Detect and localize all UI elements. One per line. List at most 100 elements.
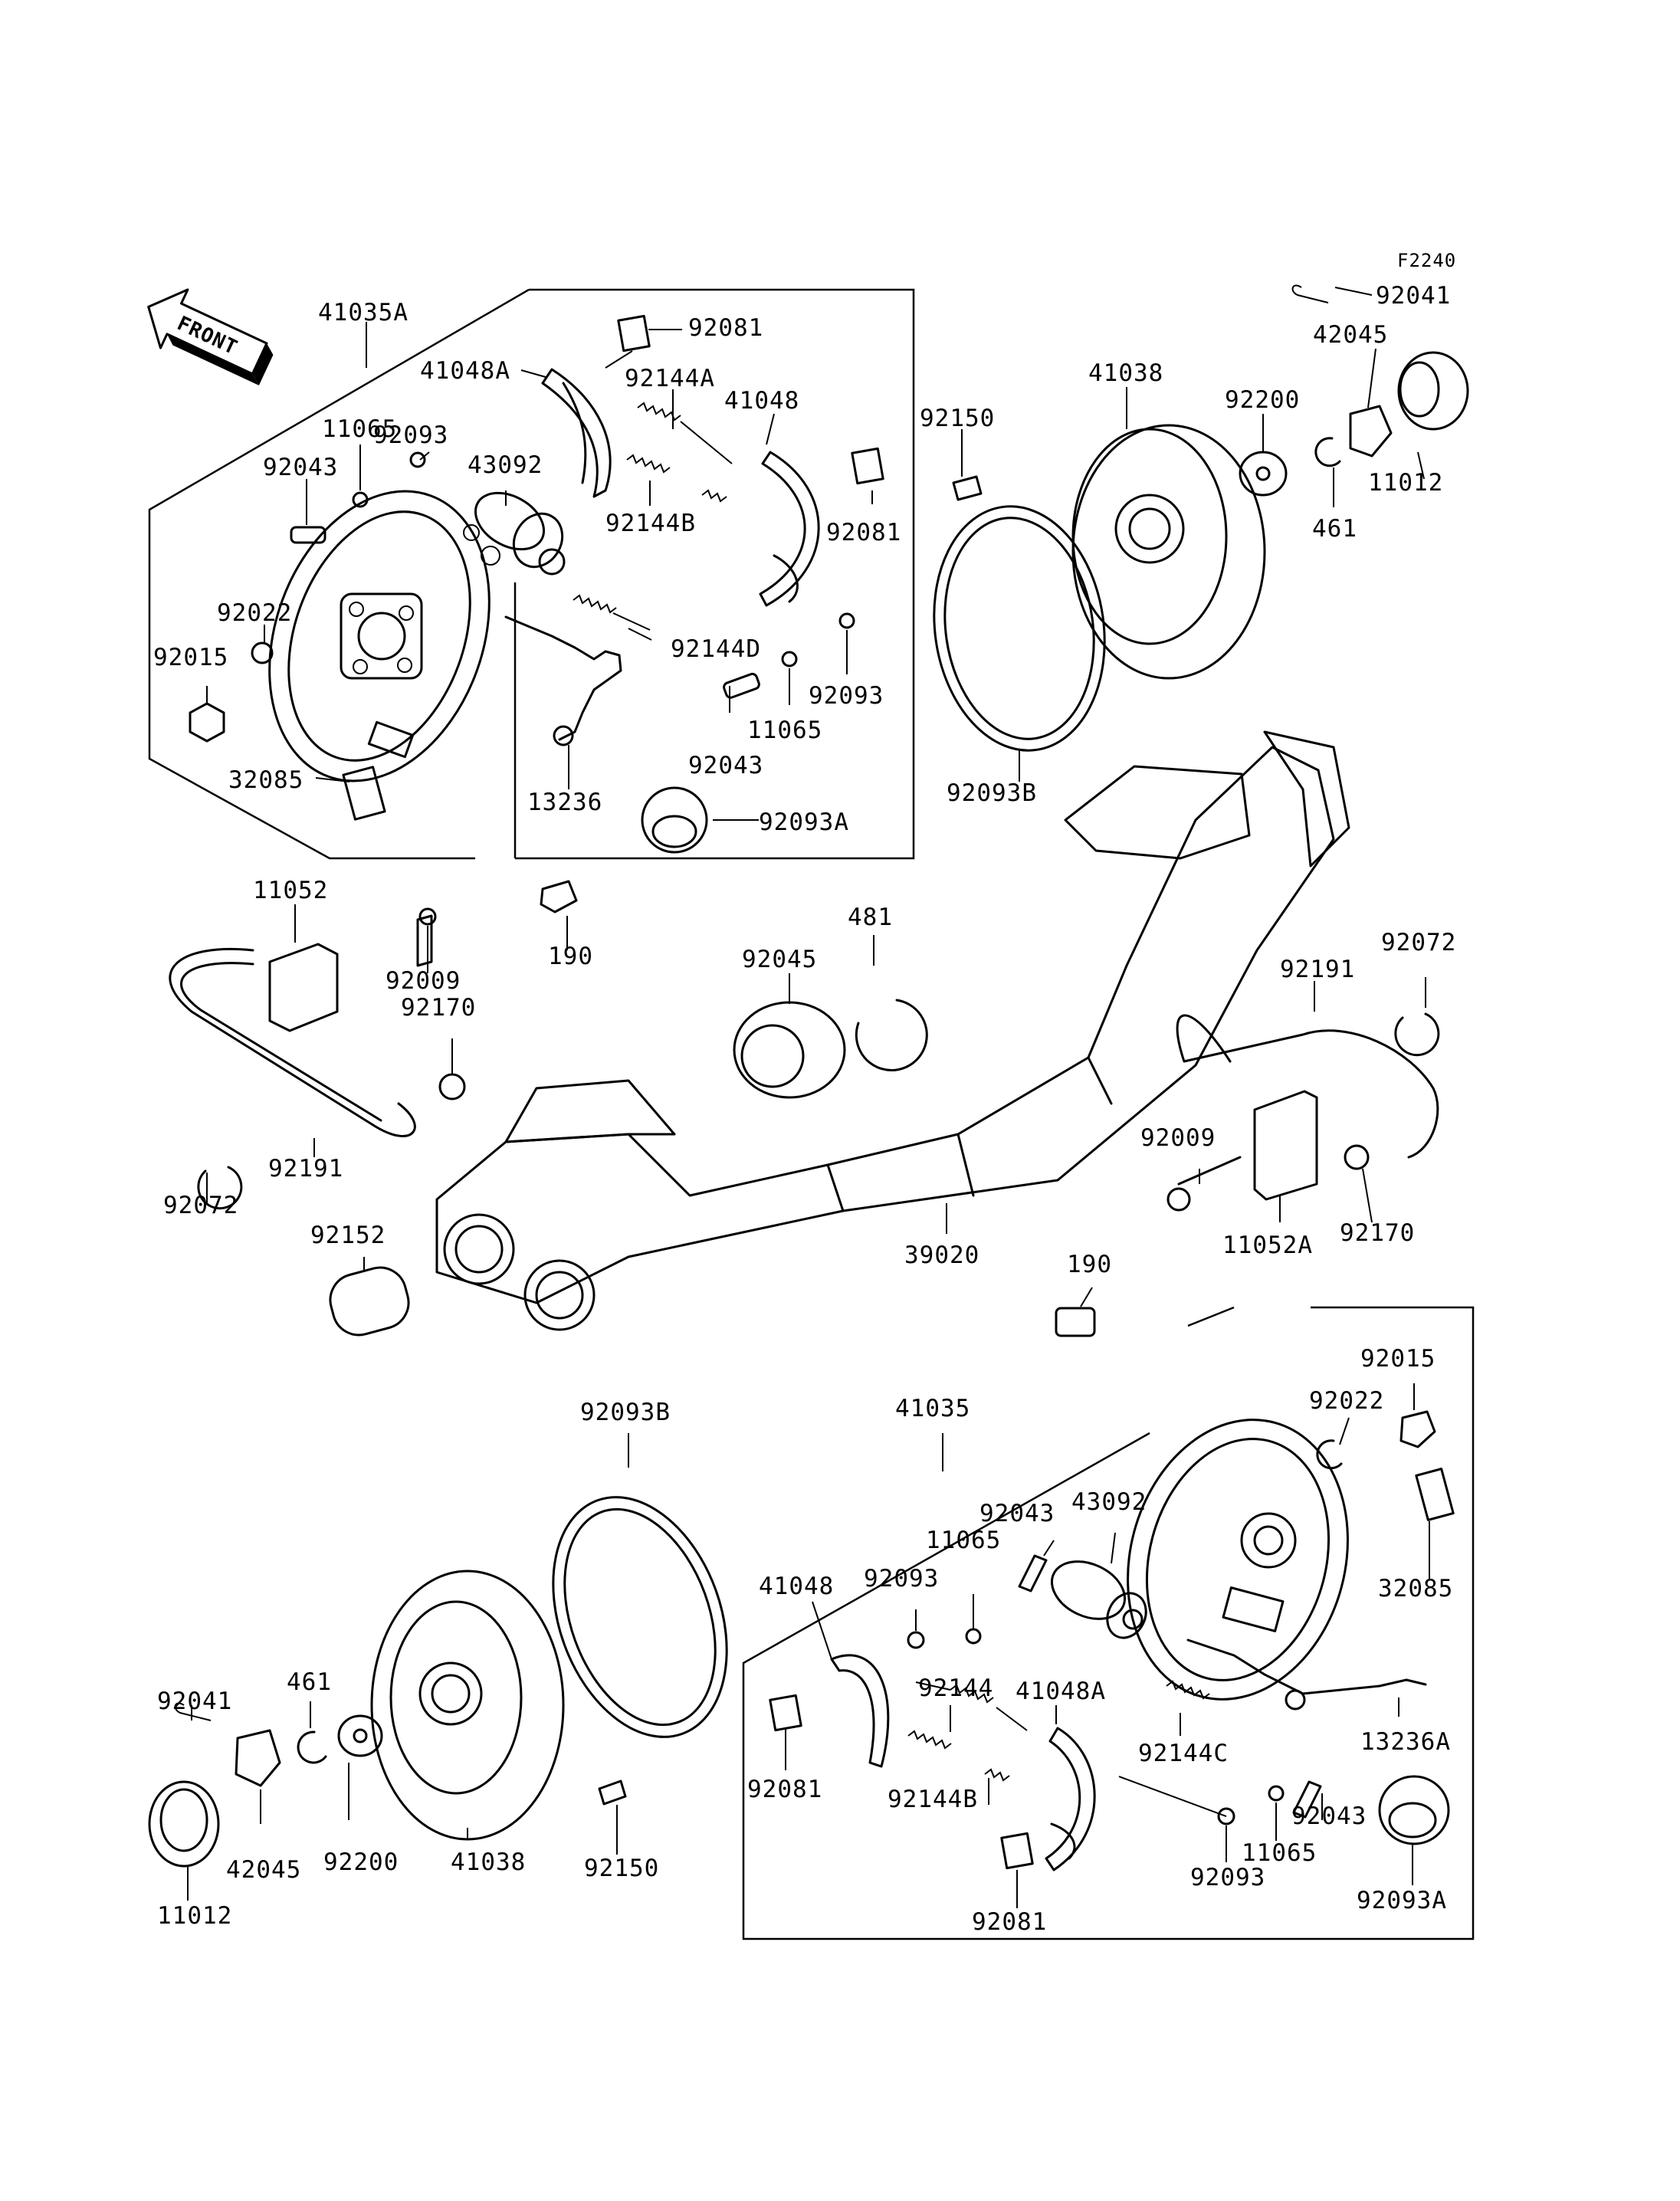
callout-label: 92093 xyxy=(1190,1864,1265,1891)
callout-label: 43092 xyxy=(468,451,543,479)
drum-seal-92093B-lower xyxy=(552,1496,728,1738)
callout-label: 92144B xyxy=(605,510,696,537)
callout-label: 92191 xyxy=(1280,956,1355,983)
callout-label: 11052 xyxy=(253,877,328,904)
wheel-cylinder-upper xyxy=(463,491,566,576)
callout-label: 481 xyxy=(848,904,893,931)
callout-label: 92072 xyxy=(1381,929,1456,956)
callout-label: 92144A xyxy=(625,365,715,392)
callout-label: 92043 xyxy=(979,1500,1055,1527)
callout-label: 92041 xyxy=(157,1688,232,1715)
callout-label: 92093A xyxy=(759,809,849,836)
brake-drum-lower-left xyxy=(370,1570,565,1841)
callout-label: 92043 xyxy=(263,454,338,481)
callout-label: 13236A xyxy=(1360,1728,1451,1756)
drum-seal-92093B-upper xyxy=(933,505,1106,752)
front-arrow-icon: FRONT xyxy=(147,288,274,385)
callout-label: 41038 xyxy=(1088,359,1163,387)
mid-small-parts-left xyxy=(197,880,928,1337)
axle-frame-39020 xyxy=(435,730,1350,1331)
bracket-11052 xyxy=(268,943,339,1032)
callout-label: 92170 xyxy=(401,994,476,1022)
callout-label: 92022 xyxy=(217,599,292,627)
callout-label: 92093 xyxy=(373,422,448,449)
callout-labels: 41035A 41048A 92081 92144A 41048 92093 1… xyxy=(153,282,1456,1936)
brake-hose-92191-right xyxy=(1176,1014,1439,1159)
group-frame-lower-right xyxy=(742,1306,1475,1940)
callout-label: 41048 xyxy=(724,387,799,415)
callout-label: 92200 xyxy=(1225,386,1300,414)
callout-label: 92081 xyxy=(826,519,901,546)
callout-label: 41048A xyxy=(420,357,510,385)
leader-lines xyxy=(187,287,1430,1908)
callout-label: 39020 xyxy=(904,1242,979,1269)
callout-label: 190 xyxy=(548,943,593,970)
bracket-11052A xyxy=(1253,1090,1318,1201)
callout-label: 92170 xyxy=(1340,1219,1415,1247)
callout-label: 92144D xyxy=(671,635,761,663)
callout-label: 92072 xyxy=(163,1192,238,1219)
group-frame-upper-left xyxy=(148,288,915,860)
callout-label: 92093 xyxy=(809,682,884,710)
callout-label: 92200 xyxy=(323,1848,399,1876)
callout-label: 92191 xyxy=(268,1155,343,1183)
callout-label: 92093 xyxy=(864,1565,939,1593)
brake-shoe-41048A-lower xyxy=(1045,1727,1096,1871)
small-parts-lower-right xyxy=(769,1410,1455,1870)
callout-label: 41048A xyxy=(1016,1678,1106,1705)
callout-label: 92093A xyxy=(1357,1887,1447,1914)
callout-label: 92009 xyxy=(1140,1124,1216,1152)
callout-label: 11065 xyxy=(1242,1839,1317,1867)
callout-label: 32085 xyxy=(1378,1575,1453,1602)
callout-label: 11065 xyxy=(322,415,397,443)
callout-label: 13236 xyxy=(527,789,602,816)
callout-label: 92045 xyxy=(742,946,817,973)
callout-label: 92150 xyxy=(584,1855,659,1882)
callout-label: 41048 xyxy=(759,1573,834,1600)
callout-label: 461 xyxy=(287,1668,332,1696)
callout-label: 190 xyxy=(1067,1251,1112,1278)
callout-label: 11065 xyxy=(747,717,822,744)
hub-parts-lower-left xyxy=(148,1702,627,1868)
brake-panel-lower-right xyxy=(1127,1419,1349,1701)
callout-label: 11012 xyxy=(1368,469,1443,497)
callout-label: 92022 xyxy=(1309,1387,1384,1415)
brake-panel-upper-left xyxy=(268,490,491,782)
hub-parts-upper-right xyxy=(952,284,1469,501)
springs-lower xyxy=(907,1680,1210,1782)
callout-label: 92015 xyxy=(1360,1345,1436,1373)
callout-label: 92043 xyxy=(688,752,763,779)
brake-shoe-41048A-upper xyxy=(541,368,612,498)
callout-label: 461 xyxy=(1312,515,1357,543)
callout-label: 92081 xyxy=(688,314,763,342)
callout-label: 92144C xyxy=(1138,1740,1229,1767)
callout-label: 11012 xyxy=(157,1902,232,1930)
callout-label: 11065 xyxy=(926,1527,1001,1554)
callout-label: 92150 xyxy=(920,405,995,432)
callout-label: 92144B xyxy=(888,1786,978,1813)
callout-label: 92081 xyxy=(972,1908,1047,1936)
callout-label: 92043 xyxy=(1291,1802,1367,1830)
brake-drum-upper-right xyxy=(1071,424,1266,680)
callout-label: 92081 xyxy=(747,1776,822,1803)
lever-13236A xyxy=(1186,1638,1427,1711)
callout-label: 41038 xyxy=(451,1848,526,1876)
wheel-cylinder-lower xyxy=(1050,1560,1147,1639)
callout-label: 92015 xyxy=(153,644,228,671)
callout-label: 92009 xyxy=(386,967,461,995)
callout-label: 42045 xyxy=(226,1856,301,1884)
brake-shoe-41048-upper xyxy=(759,451,820,607)
callout-label: 41035A xyxy=(318,299,409,326)
callout-label: 11052A xyxy=(1222,1232,1313,1259)
brake-hose-92191-left xyxy=(169,948,416,1137)
mid-small-parts-right xyxy=(1055,1012,1440,1337)
figure-code: F2240 xyxy=(1397,250,1456,271)
callout-label: 42045 xyxy=(1313,321,1388,349)
callout-label: 92093B xyxy=(947,779,1037,807)
callout-label: 41035 xyxy=(895,1395,970,1422)
callout-label: 43092 xyxy=(1071,1488,1147,1516)
brake-shoe-41048-lower xyxy=(830,1654,890,1768)
callout-label: 92152 xyxy=(310,1222,386,1249)
callout-label: 92093B xyxy=(580,1399,671,1426)
